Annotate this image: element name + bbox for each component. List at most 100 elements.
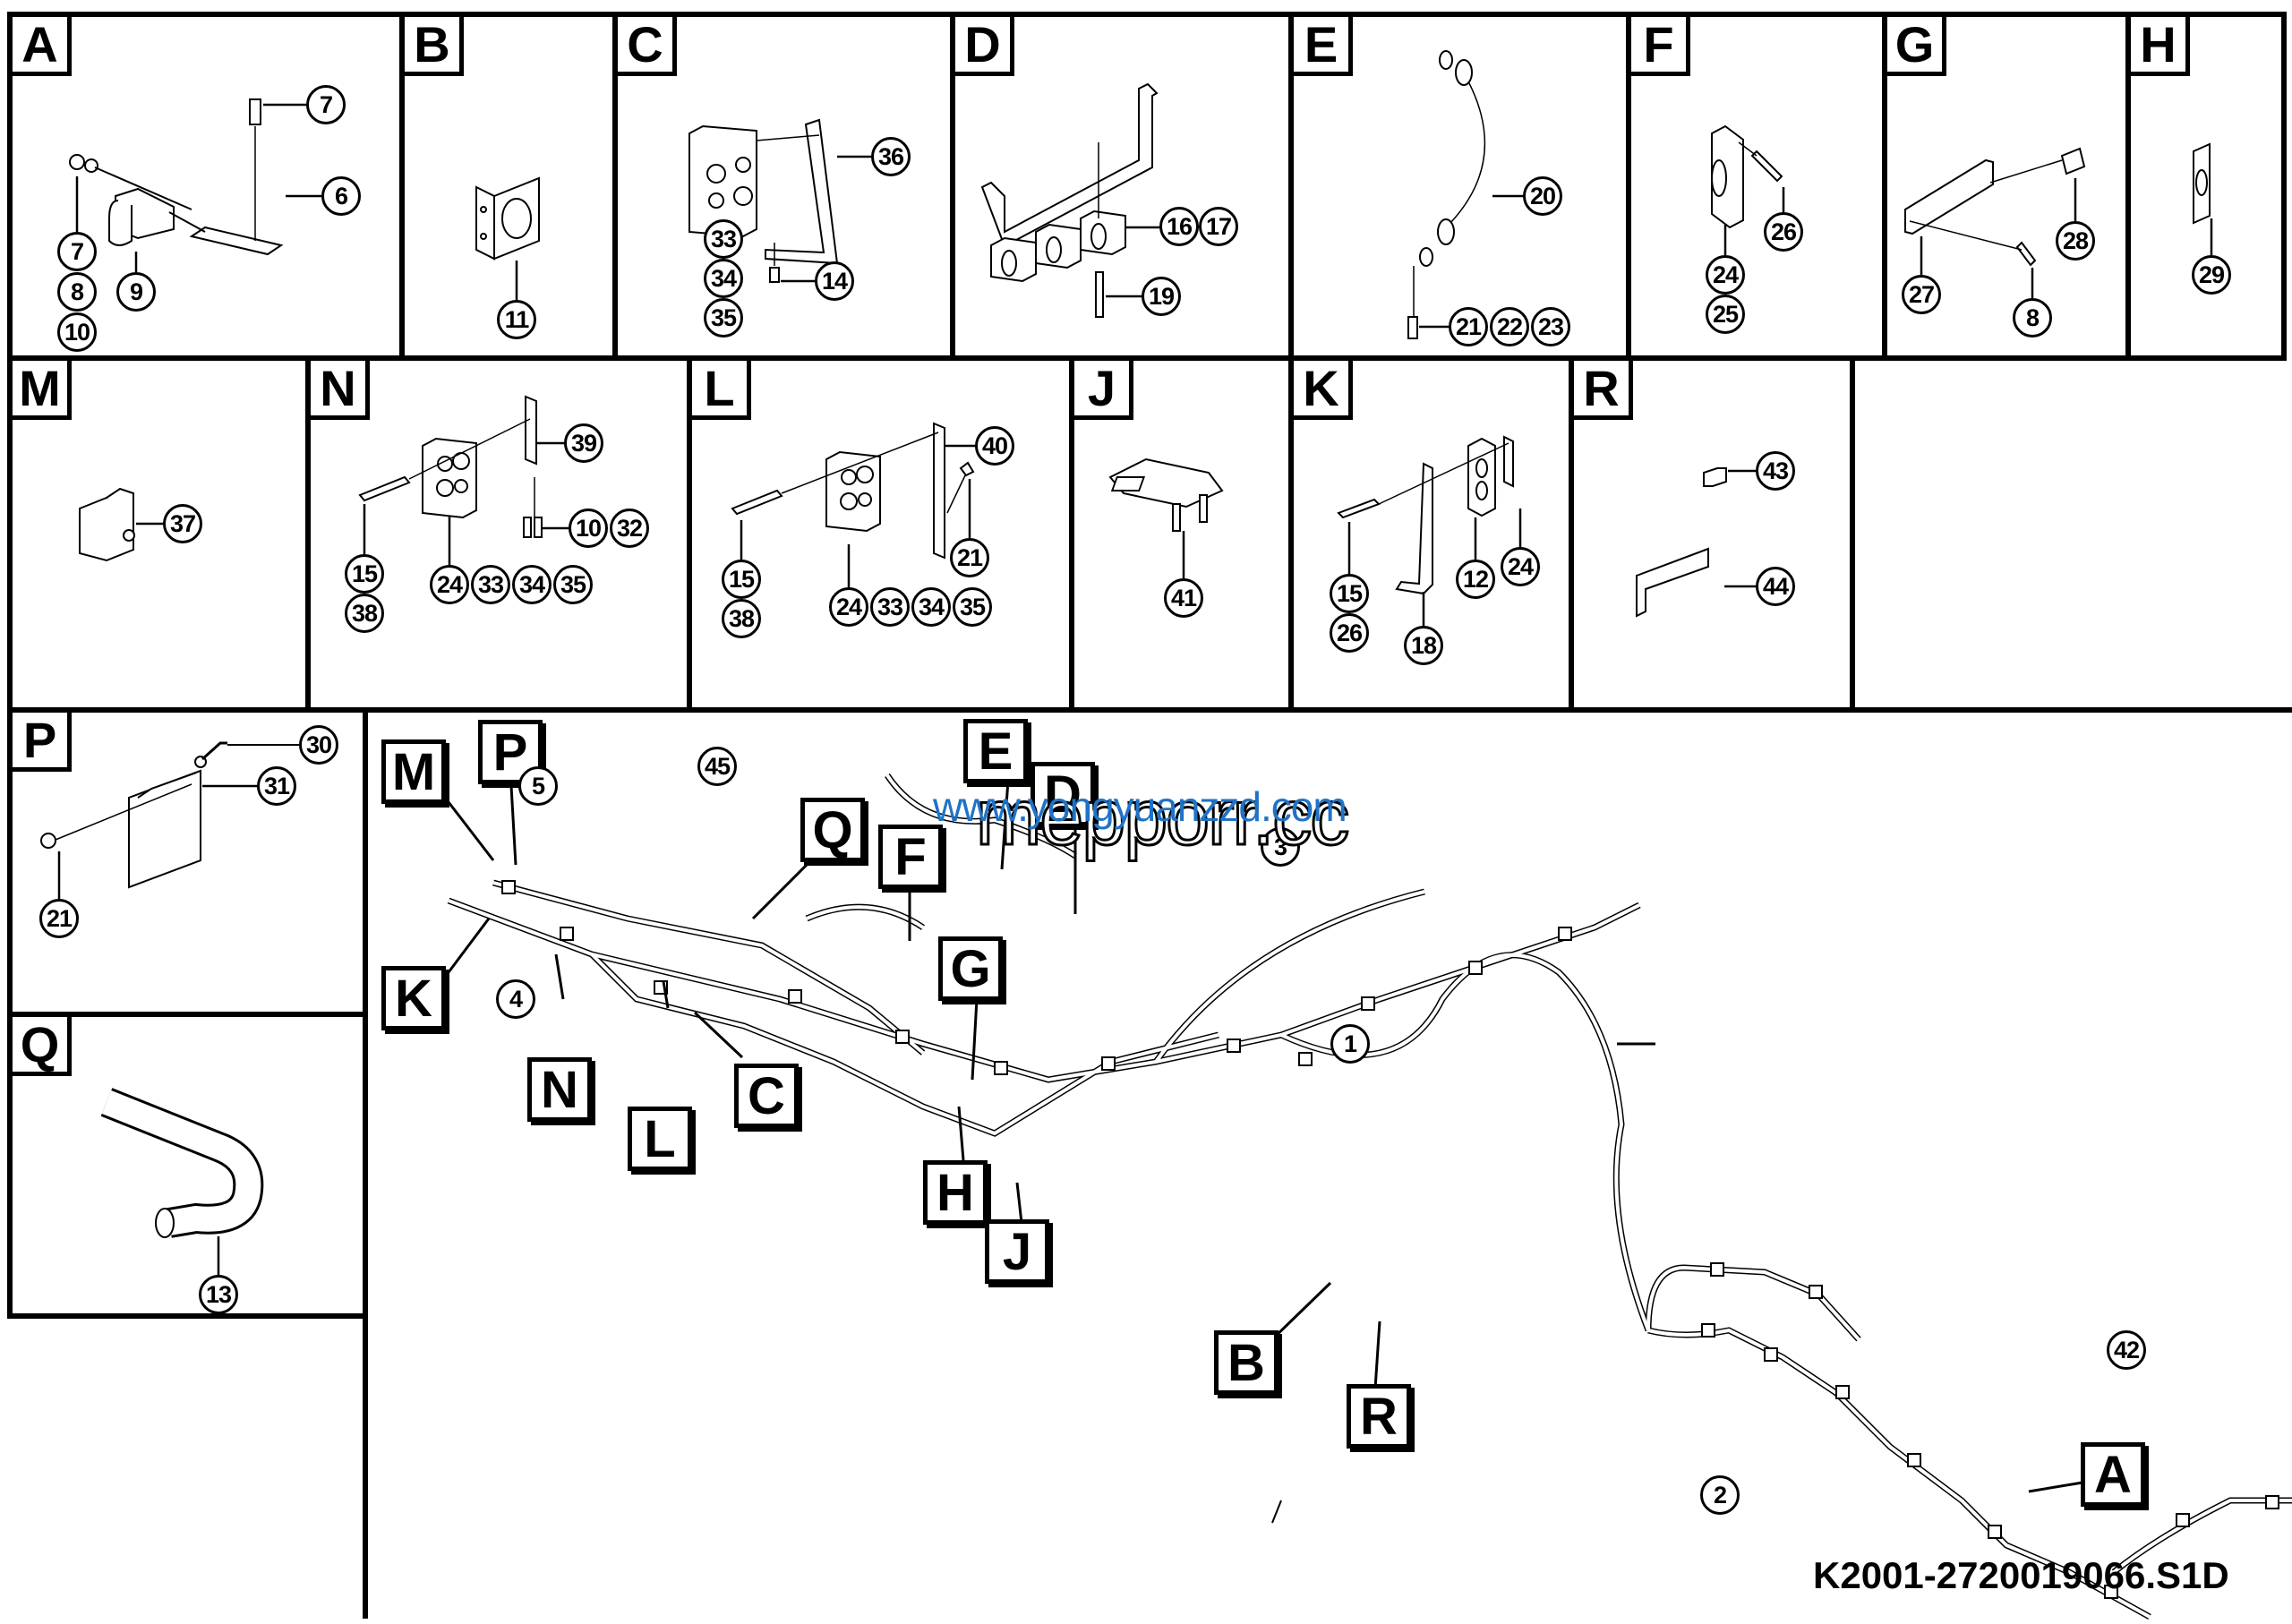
item-callout: 34 (704, 259, 743, 298)
bracket-clamp-drawing (1337, 435, 1522, 629)
detail-panel-l: L 40 21 15 38 24 33 34 35 (687, 355, 1074, 713)
item-callout: 45 (697, 747, 737, 786)
item-callout: 7 (306, 85, 346, 124)
section-callout-q[interactable]: Q (800, 798, 865, 862)
section-callout-d[interactable]: D (1031, 762, 1095, 826)
detail-panel-r: R 43 44 (1569, 355, 1855, 713)
ground-cable-drawing (1407, 50, 1525, 339)
detail-panel-d: D 16 17 19 (950, 12, 1294, 361)
section-callout-n[interactable]: N (527, 1057, 592, 1122)
item-callout: 33 (471, 565, 510, 604)
detail-panel-c: C 36 33 34 35 14 (612, 12, 955, 361)
item-callout: 1 (1330, 1024, 1370, 1064)
item-callout: 31 (257, 766, 296, 806)
main-harness-view: M P K N L C Q F E D G H J B R A 5 4 45 3… (363, 707, 2292, 1620)
item-callout: 10 (569, 509, 608, 548)
item-callout: 21 (1449, 307, 1488, 346)
item-callout: 29 (2192, 255, 2231, 295)
bent-tube-drawing (100, 1088, 264, 1277)
panel-label: C (618, 17, 677, 76)
section-callout-b[interactable]: B (1214, 1330, 1279, 1395)
item-callout: 20 (1523, 176, 1562, 216)
item-callout: 21 (950, 538, 989, 577)
detail-panel-e: E 20 21 22 23 (1288, 12, 1631, 361)
item-callout: 24 (829, 587, 868, 627)
section-callout-a[interactable]: A (2081, 1442, 2145, 1507)
item-callout: 9 (116, 272, 156, 312)
item-callout: 26 (1764, 212, 1803, 252)
panel-label: M (13, 361, 72, 420)
bracket-terminal-drawing (40, 741, 299, 901)
relay-drawing (79, 487, 165, 562)
section-callout-k[interactable]: K (381, 966, 446, 1030)
detail-panel-j: J 41 (1069, 355, 1294, 713)
item-callout: 24 (1706, 255, 1745, 295)
detail-panel-k: K 15 26 18 12 24 (1288, 355, 1574, 713)
rail-clamps-drawing (980, 82, 1161, 318)
item-callout: 44 (1756, 567, 1795, 606)
clamp-assembly-drawing (358, 395, 570, 567)
panel-label: H (2131, 17, 2190, 76)
clamp-bracket-drawing (688, 118, 873, 296)
item-callout: 19 (1142, 277, 1181, 316)
section-callout-m[interactable]: M (381, 739, 446, 804)
item-callout: 24 (1501, 547, 1540, 586)
item-callout: 5 (518, 766, 558, 806)
bracket-drawing (475, 176, 540, 303)
item-callout: 42 (2107, 1330, 2146, 1370)
item-callout: 35 (953, 587, 992, 627)
item-callout: 34 (911, 587, 951, 627)
watermark-outline: mepporr.cc (974, 772, 1350, 863)
panel-label: P (13, 713, 72, 772)
detail-panel-h: H 29 (2125, 12, 2287, 361)
clamp-bolt-drawing (1711, 124, 1785, 266)
item-callout: 4 (496, 979, 535, 1019)
item-callout: 30 (299, 725, 338, 765)
wiring-harness-drawing (447, 774, 2292, 1620)
watermark-url: www.yongyuanzzd.com (933, 783, 1347, 830)
item-callout: 41 (1164, 578, 1203, 618)
item-callout: 2 (1700, 1475, 1740, 1515)
section-callout-h[interactable]: H (923, 1160, 988, 1225)
panel-label: D (955, 17, 1014, 76)
bracket-clip-drawing (1904, 147, 2086, 299)
panel-label: F (1631, 17, 1690, 76)
detail-panel-q: Q 13 (7, 1012, 368, 1319)
section-callout-j[interactable]: J (985, 1219, 1049, 1284)
detail-panel-a: A 7 7 8 10 9 6 (7, 12, 405, 361)
item-callout: 25 (1706, 295, 1745, 334)
item-callout: 8 (2013, 298, 2052, 338)
item-callout: 28 (2056, 221, 2095, 261)
section-callout-f[interactable]: F (878, 825, 943, 889)
item-callout: 38 (722, 599, 761, 638)
item-callout: 24 (430, 565, 469, 604)
item-callout: 34 (512, 565, 552, 604)
detail-panel-p: P 30 31 21 (7, 707, 368, 1017)
section-callout-c[interactable]: C (734, 1064, 799, 1128)
clamp-plate-drawing (731, 422, 977, 589)
panel-label: J (1074, 361, 1133, 420)
item-callout: 39 (564, 423, 603, 463)
section-callout-r[interactable]: R (1347, 1384, 1411, 1449)
bracket-clamp-drawing (69, 98, 321, 272)
panel-label: K (1294, 361, 1353, 420)
item-callout: 14 (815, 261, 854, 301)
item-callout: 40 (975, 426, 1014, 466)
item-callout: 36 (871, 137, 911, 176)
item-callout: 22 (1490, 307, 1529, 346)
document-code: K2001-2720019066.S1D (1813, 1554, 2229, 1596)
bracket-plate-drawing (1108, 457, 1224, 580)
section-callout-g[interactable]: G (938, 936, 1003, 1001)
section-callout-e[interactable]: E (963, 719, 1028, 783)
section-callout-l[interactable]: L (628, 1107, 692, 1171)
item-callout: 8 (57, 272, 97, 312)
detail-panel-n: N 39 10 32 15 38 24 33 34 35 (305, 355, 692, 713)
item-callout: 17 (1199, 207, 1238, 246)
item-callout: 38 (345, 594, 384, 633)
item-callout: 35 (704, 298, 743, 338)
item-callout: 33 (704, 219, 743, 259)
item-callout: 23 (1531, 307, 1570, 346)
panel-label: G (1887, 17, 1946, 76)
item-callout: 16 (1159, 207, 1199, 246)
panel-label: B (405, 17, 464, 76)
